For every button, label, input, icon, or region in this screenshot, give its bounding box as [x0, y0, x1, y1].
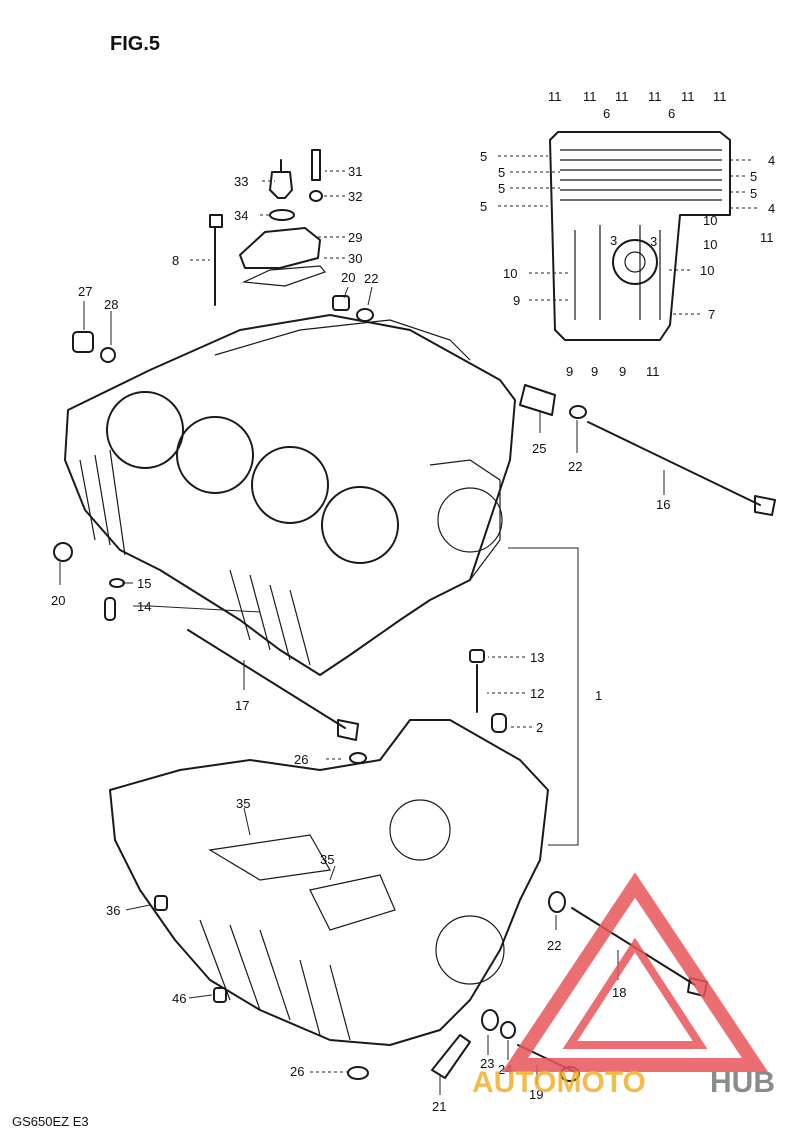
callout-10-b: 10 [703, 237, 717, 252]
figure-title: FIG.5 [110, 33, 160, 55]
callout-35-a: 35 [236, 796, 250, 811]
callout-3-a: 3 [610, 233, 617, 248]
callout-28: 28 [104, 297, 118, 312]
lower-crankcase-drawing [109, 719, 549, 1046]
callout-26-b: 26 [290, 1064, 304, 1079]
callout-4-a: 4 [768, 153, 775, 168]
callout-9-d: 9 [619, 364, 626, 379]
watermark-triangle [501, 872, 769, 1072]
callout-22-a: 22 [364, 271, 378, 286]
bolt-17-and-dowels-drawing [53, 542, 507, 764]
callout-33: 33 [234, 174, 248, 189]
callout-19: 19 [529, 1087, 543, 1102]
model-code: GS650EZ E3 [12, 1114, 89, 1129]
callout-22-c: 22 [547, 938, 561, 953]
callout-17: 17 [235, 698, 249, 713]
callout-8: 8 [172, 253, 179, 268]
callout-11-d: 11 [648, 89, 662, 104]
long-bolt-16-drawing [519, 384, 776, 516]
callout-16: 16 [656, 497, 670, 512]
callout-9-a: 9 [513, 293, 520, 308]
callout-labels: 11 11 11 11 11 11 6 6 5 5 5 5 5 5 4 4 10… [51, 89, 775, 1114]
callout-5-c: 5 [498, 181, 505, 196]
callout-26-a: 26 [294, 752, 308, 767]
callout-27: 27 [78, 284, 92, 299]
callout-9-c: 9 [591, 364, 598, 379]
watermark-text-hub: HUB [710, 1066, 775, 1099]
callout-14: 14 [137, 599, 151, 614]
callout-3-b: 3 [650, 234, 657, 249]
callout-6-b: 6 [668, 106, 675, 121]
callout-15: 15 [137, 576, 151, 591]
oil-pan-drawing [549, 131, 731, 341]
callout-5-f: 5 [750, 186, 757, 201]
callout-5-e: 5 [750, 169, 757, 184]
callout-10-d: 10 [700, 263, 714, 278]
callout-10-a: 10 [703, 213, 717, 228]
leader-lines [59, 155, 760, 1095]
callout-35-b: 35 [320, 852, 334, 867]
callout-10-c: 10 [503, 266, 517, 281]
upper-crankcase-drawing [64, 314, 516, 676]
callout-1: 1 [595, 688, 602, 703]
callout-46: 46 [172, 991, 186, 1006]
watermark-inner-triangle [562, 937, 708, 1049]
callout-11-g: 11 [760, 230, 774, 245]
callout-11-e: 11 [681, 89, 695, 104]
callout-20-a: 20 [341, 270, 355, 285]
callout-5-d: 5 [480, 199, 487, 214]
callout-5-a: 5 [480, 149, 487, 164]
callout-22-b: 22 [568, 459, 582, 474]
callout-23: 23 [480, 1056, 494, 1071]
callout-4-b: 4 [768, 201, 775, 216]
callout-11-h: 11 [646, 364, 660, 379]
callout-1-bracket [508, 547, 579, 846]
callout-21: 21 [432, 1099, 446, 1114]
callout-18: 18 [612, 985, 626, 1000]
callout-29: 29 [348, 230, 362, 245]
callout-32: 32 [348, 189, 362, 204]
watermark-logo: AUTOMOTO HUB [472, 872, 775, 1099]
watermark-text-automoto: AUTOMOTO [472, 1066, 646, 1099]
callout-34: 34 [234, 208, 248, 223]
callout-11-f: 11 [713, 89, 727, 104]
callout-30: 30 [348, 251, 362, 266]
callout-11-c: 11 [615, 89, 629, 104]
callout-2: 2 [536, 720, 543, 735]
callout-6-a: 6 [603, 106, 610, 121]
long-bolt-8-drawing [209, 214, 223, 306]
callout-7: 7 [708, 307, 715, 322]
callout-36: 36 [106, 903, 120, 918]
callout-25: 25 [532, 441, 546, 456]
callout-12: 12 [530, 686, 544, 701]
callout-31: 31 [348, 164, 362, 179]
callout-5-b: 5 [498, 165, 505, 180]
callout-11-b: 11 [583, 89, 597, 104]
callout-11-a: 11 [548, 89, 562, 104]
callout-9-b: 9 [566, 364, 573, 379]
breather-cover-drawing [239, 149, 327, 287]
callout-20-b: 20 [51, 593, 65, 608]
callout-13: 13 [530, 650, 544, 665]
